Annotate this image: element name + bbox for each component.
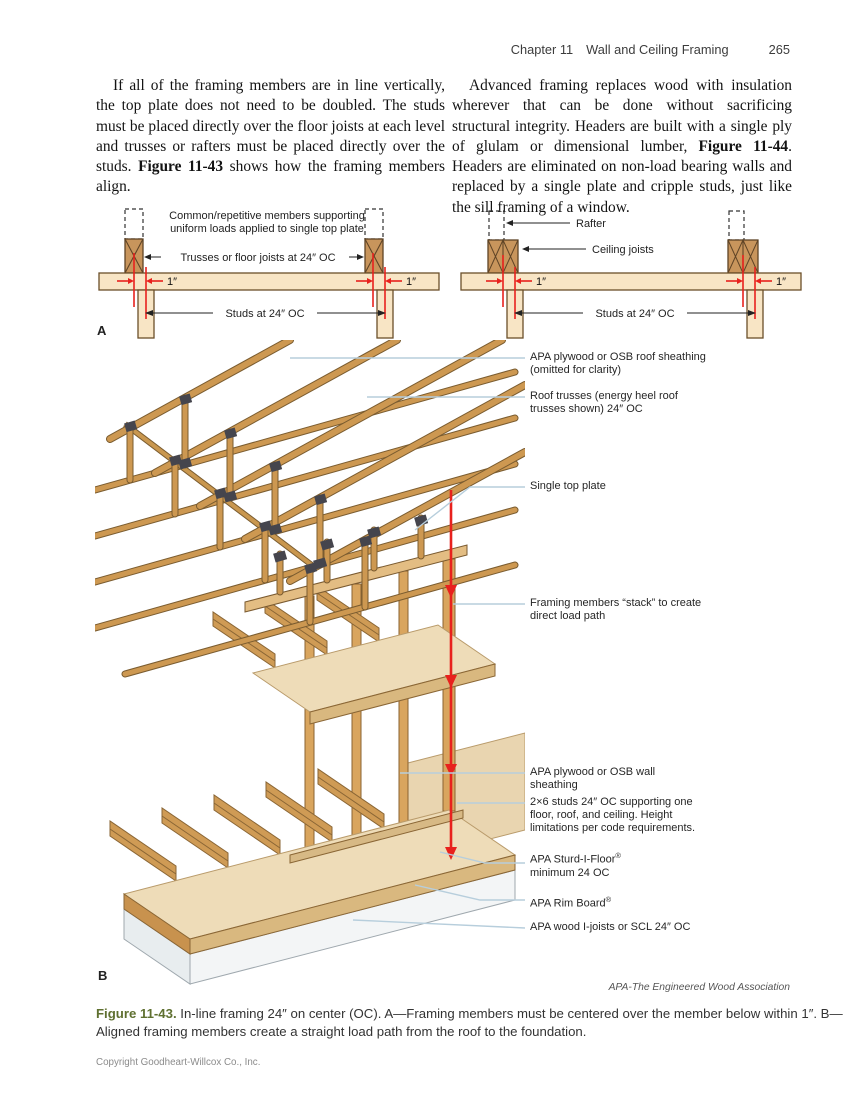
load-path-arrow [445,490,457,860]
paragraph-text: If all of the framing members are in lin… [96,77,445,176]
callout-2x6-studs: 2×6 studs 24″ OC supporting one floor, r… [530,796,696,835]
panel-label-b: B [98,968,108,983]
figure-caption-text: In-line framing 24″ on center (OC). A—Fr… [96,1006,843,1039]
figure-b-isometric-framing [95,340,525,985]
dashed-rafter-outline [728,210,745,241]
figure-reference: Figure 11-44 [698,137,789,155]
dimension-label: 1″ [536,276,546,288]
red-arrowheads [128,278,391,284]
paragraph-text: shows how the framing members align. [96,158,445,196]
dashed-member-outline [364,208,384,240]
roof-truss-lattice [95,340,525,678]
callout-sturd-i-floor: APA Sturd-I-Floor® minimum 24 OC [530,851,621,879]
running-head: Chapter 11 Wall and Ceiling Framing 265 [511,42,790,57]
diagram-note-line2: uniform loads applied to single top plat… [170,223,364,235]
lower-floor-i-joists [109,768,385,882]
bottom-plate [289,809,464,864]
diagram-a-rafter-ceiling-joists: 1″ 1″ Rafter Ceiling joists Studs at 24″… [460,210,802,339]
callout-i-joists: APA wood I-joists or SCL 24″ OC [530,921,691,933]
studs-dimension-heads [514,310,756,316]
figure-caption: Figure 11-43. In-line framing 24″ on cen… [96,1005,844,1040]
chapter-label: Chapter 11 [510,42,574,57]
figure-reference: Figure 11-43 [138,158,224,176]
callout-roof-sheathing: APA plywood or OSB roof sheathing (omitt… [530,351,706,377]
callout-leader-lines [290,357,525,929]
diagram-note-line1: Common/repetitive members supporting [169,210,365,222]
rafter-label: Rafter [576,218,606,230]
body-column-left: If all of the framing members are in lin… [96,76,445,198]
diagram-a-trusses-over-studs: 1″ 1″ Trusses or floor joists at 24″ OC … [97,208,440,339]
studs-dimension-heads [145,310,386,316]
figure-caption-tag: Figure 11-43. [96,1006,177,1021]
callout-wall-sheathing: APA plywood or OSB wall sheathing [530,766,656,792]
callout-framing-stack: Framing members “stack” to create direct… [530,597,702,623]
chapter-title: Wall and Ceiling Framing [586,42,729,57]
body-column-right: Advanced framing replaces wood with insu… [452,76,792,218]
single-top-plate [98,272,440,291]
ceiling-label-arrowhead [522,246,529,252]
dashed-member-outline [124,208,144,240]
dimension-label: 1″ [776,276,786,288]
rim-board-front [189,854,516,955]
figure-attribution: APA-The Engineered Wood Association [608,982,790,993]
callout-rim-board: APA Rim Board® [530,895,612,910]
red-arrowheads [497,278,761,284]
single-top-plate [460,272,802,291]
studs-dimension-label: Studs at 24″ OC [225,308,304,320]
dashed-rafter-outline [488,210,505,241]
page-number: 265 [768,42,790,57]
dimension-label: 1″ [167,276,177,288]
rafter-label-arrowhead [506,220,513,226]
truss-member-block [124,238,384,274]
centerline-dimension-marks [117,253,402,319]
copyright-line: Copyright Goodheart-Willcox Co., Inc. [96,1057,261,1068]
callout-roof-trusses: Roof trusses (energy heel roof trusses s… [530,390,678,416]
truss-connector-plates [124,393,429,575]
panel-label-a: A [97,323,107,338]
trusses-label: Trusses or floor joists at 24″ OC [180,252,335,264]
ceiling-joists-label: Ceiling joists [592,244,654,256]
callout-single-top-plate: Single top plate [530,480,606,492]
label-arrowheads [144,254,364,260]
paragraph-text: Advanced framing replaces wood with insu… [452,77,792,155]
single-top-plate-band [244,544,468,613]
dimension-label: 1″ [406,276,416,288]
studs-dimension-label: Studs at 24″ OC [595,308,674,320]
